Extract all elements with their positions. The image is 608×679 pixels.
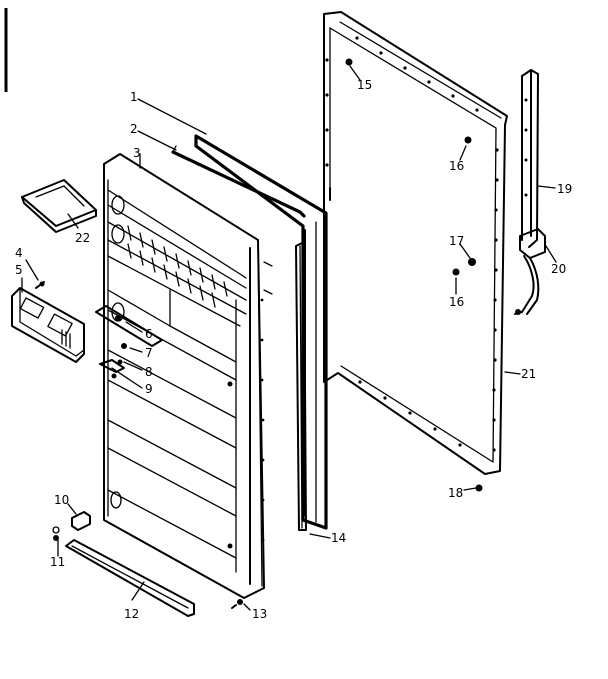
callout-1: 1 [130,90,138,104]
callout-9: 9 [145,382,153,396]
gasket-strip [295,241,307,531]
callout-7: 7 [145,346,153,360]
bottom-trim [65,539,195,617]
door-handle [514,228,546,315]
screw-4 [35,281,45,289]
callout-18: 18 [448,486,463,500]
callout-8: 8 [145,365,153,379]
callout-2: 2 [130,122,138,136]
callout-12: 12 [124,607,139,621]
callout-22: 22 [75,231,90,245]
callout-labels: 1 2 3 4 5 6 7 8 9 10 11 12 13 14 15 16 1… [15,78,572,621]
screw-13 [231,599,243,609]
callout-10: 10 [54,493,69,507]
outer-door-panel [323,11,508,475]
hinge-bar [521,69,539,248]
cam-clip [52,511,91,541]
tray [21,179,97,233]
callout-20: 20 [551,262,566,276]
bracket-assembly [95,305,163,373]
screw-18 [475,484,483,492]
control-panel [11,287,85,363]
callout-15: 15 [357,78,372,92]
callout-21: 21 [521,367,536,381]
top-trim [171,150,306,218]
callout-11: 11 [50,555,65,569]
callout-3: 3 [133,146,141,160]
callout-16a: 16 [449,159,464,173]
callout-17: 17 [449,234,464,248]
inner-door-liner [103,153,273,599]
callout-14: 14 [331,531,346,545]
callout-4: 4 [15,246,23,260]
callout-13: 13 [252,607,267,621]
callout-5: 5 [15,263,23,277]
callout-6: 6 [145,327,153,341]
callout-16b: 16 [449,295,464,309]
leader-lines [21,65,557,611]
callout-19: 19 [557,182,572,196]
